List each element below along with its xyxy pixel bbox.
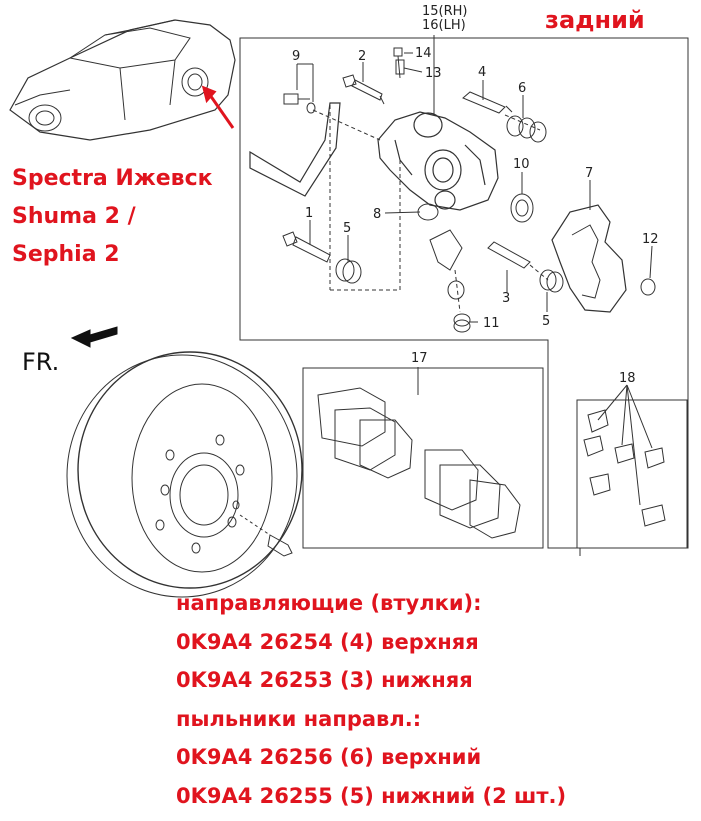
car-model-label: Spectra Ижевск Shuma 2 / Sephia 2: [12, 160, 213, 274]
pointer-arrow-icon: [201, 85, 235, 129]
disc-screw: [239, 514, 293, 557]
callout-3: 3: [502, 291, 510, 306]
piston-seal: [510, 193, 534, 223]
guide-lower-note: 0K9A4 26253 (3) нижняя: [176, 668, 473, 692]
boot-lower-left: [335, 258, 362, 284]
pads-group-frame: [302, 367, 544, 549]
bleeder-screw: [393, 47, 405, 79]
bolt-9: [283, 93, 316, 114]
brake-pads: [317, 387, 521, 539]
clips-group-frame: [576, 399, 688, 549]
car-illustration: [9, 19, 236, 141]
nut-12: [640, 278, 656, 296]
callout-5b: 5: [542, 314, 550, 329]
callout-10: 10: [513, 157, 530, 172]
brake-disc: [66, 351, 303, 598]
boots-heading: пыльники направл.:: [176, 706, 422, 731]
boot-upper: [506, 115, 547, 143]
guide-upper-note: 0K9A4 26254 (4) верхняя: [176, 629, 479, 654]
caliper-bracket: [551, 204, 627, 313]
callout-13: 13: [425, 66, 442, 81]
car-label-line-3: Sephia 2: [12, 242, 120, 267]
front-marker: FR.: [22, 348, 59, 376]
part-notes: направляющие (втулки): 0K9A4 26254 (4) в…: [176, 584, 566, 815]
rear-title: задний: [545, 6, 645, 34]
callout-11: 11: [483, 316, 500, 331]
boot-upper-note: 0K9A4 26256 (6) верхний: [176, 745, 482, 769]
callout-2: 2: [358, 49, 366, 64]
boot-lower-right: [539, 269, 564, 293]
boot-lower-note: 0K9A4 26255 (5) нижний (2 шт.): [176, 783, 567, 808]
callout-15: 15(RH): [422, 4, 468, 19]
car-label-line-1: Spectra Ижевск: [12, 166, 213, 191]
piston: [417, 203, 439, 221]
bracket-arm: [249, 102, 341, 197]
front-arrow-icon: [70, 326, 118, 348]
callout-12: 12: [642, 232, 659, 247]
callout-5a: 5: [343, 221, 351, 236]
callout-4: 4: [478, 65, 486, 80]
caliper-group-frame: [239, 37, 689, 549]
callout-18: 18: [619, 371, 636, 386]
callout-6: 6: [518, 81, 526, 96]
callout-8: 8: [373, 207, 381, 222]
callout-7: 7: [585, 166, 593, 181]
guide-pin-upper: [462, 91, 513, 114]
bolt-2: [342, 74, 385, 105]
guide-pin-lower: [487, 241, 531, 269]
bolt-1: [282, 231, 331, 263]
spring: [453, 313, 471, 333]
guides-heading: направляющие (втулки):: [176, 591, 482, 615]
anti-rattle-clips: [583, 409, 666, 527]
callout-16: 16(LH): [422, 18, 466, 33]
caliper-body: [377, 111, 499, 211]
callout-9: 9: [292, 49, 300, 64]
car-label-line-2: Shuma 2 /: [12, 204, 136, 229]
retainer-clip: [429, 229, 465, 300]
callout-1: 1: [305, 206, 313, 221]
callout-17: 17: [411, 351, 428, 366]
callout-14: 14: [415, 46, 432, 61]
